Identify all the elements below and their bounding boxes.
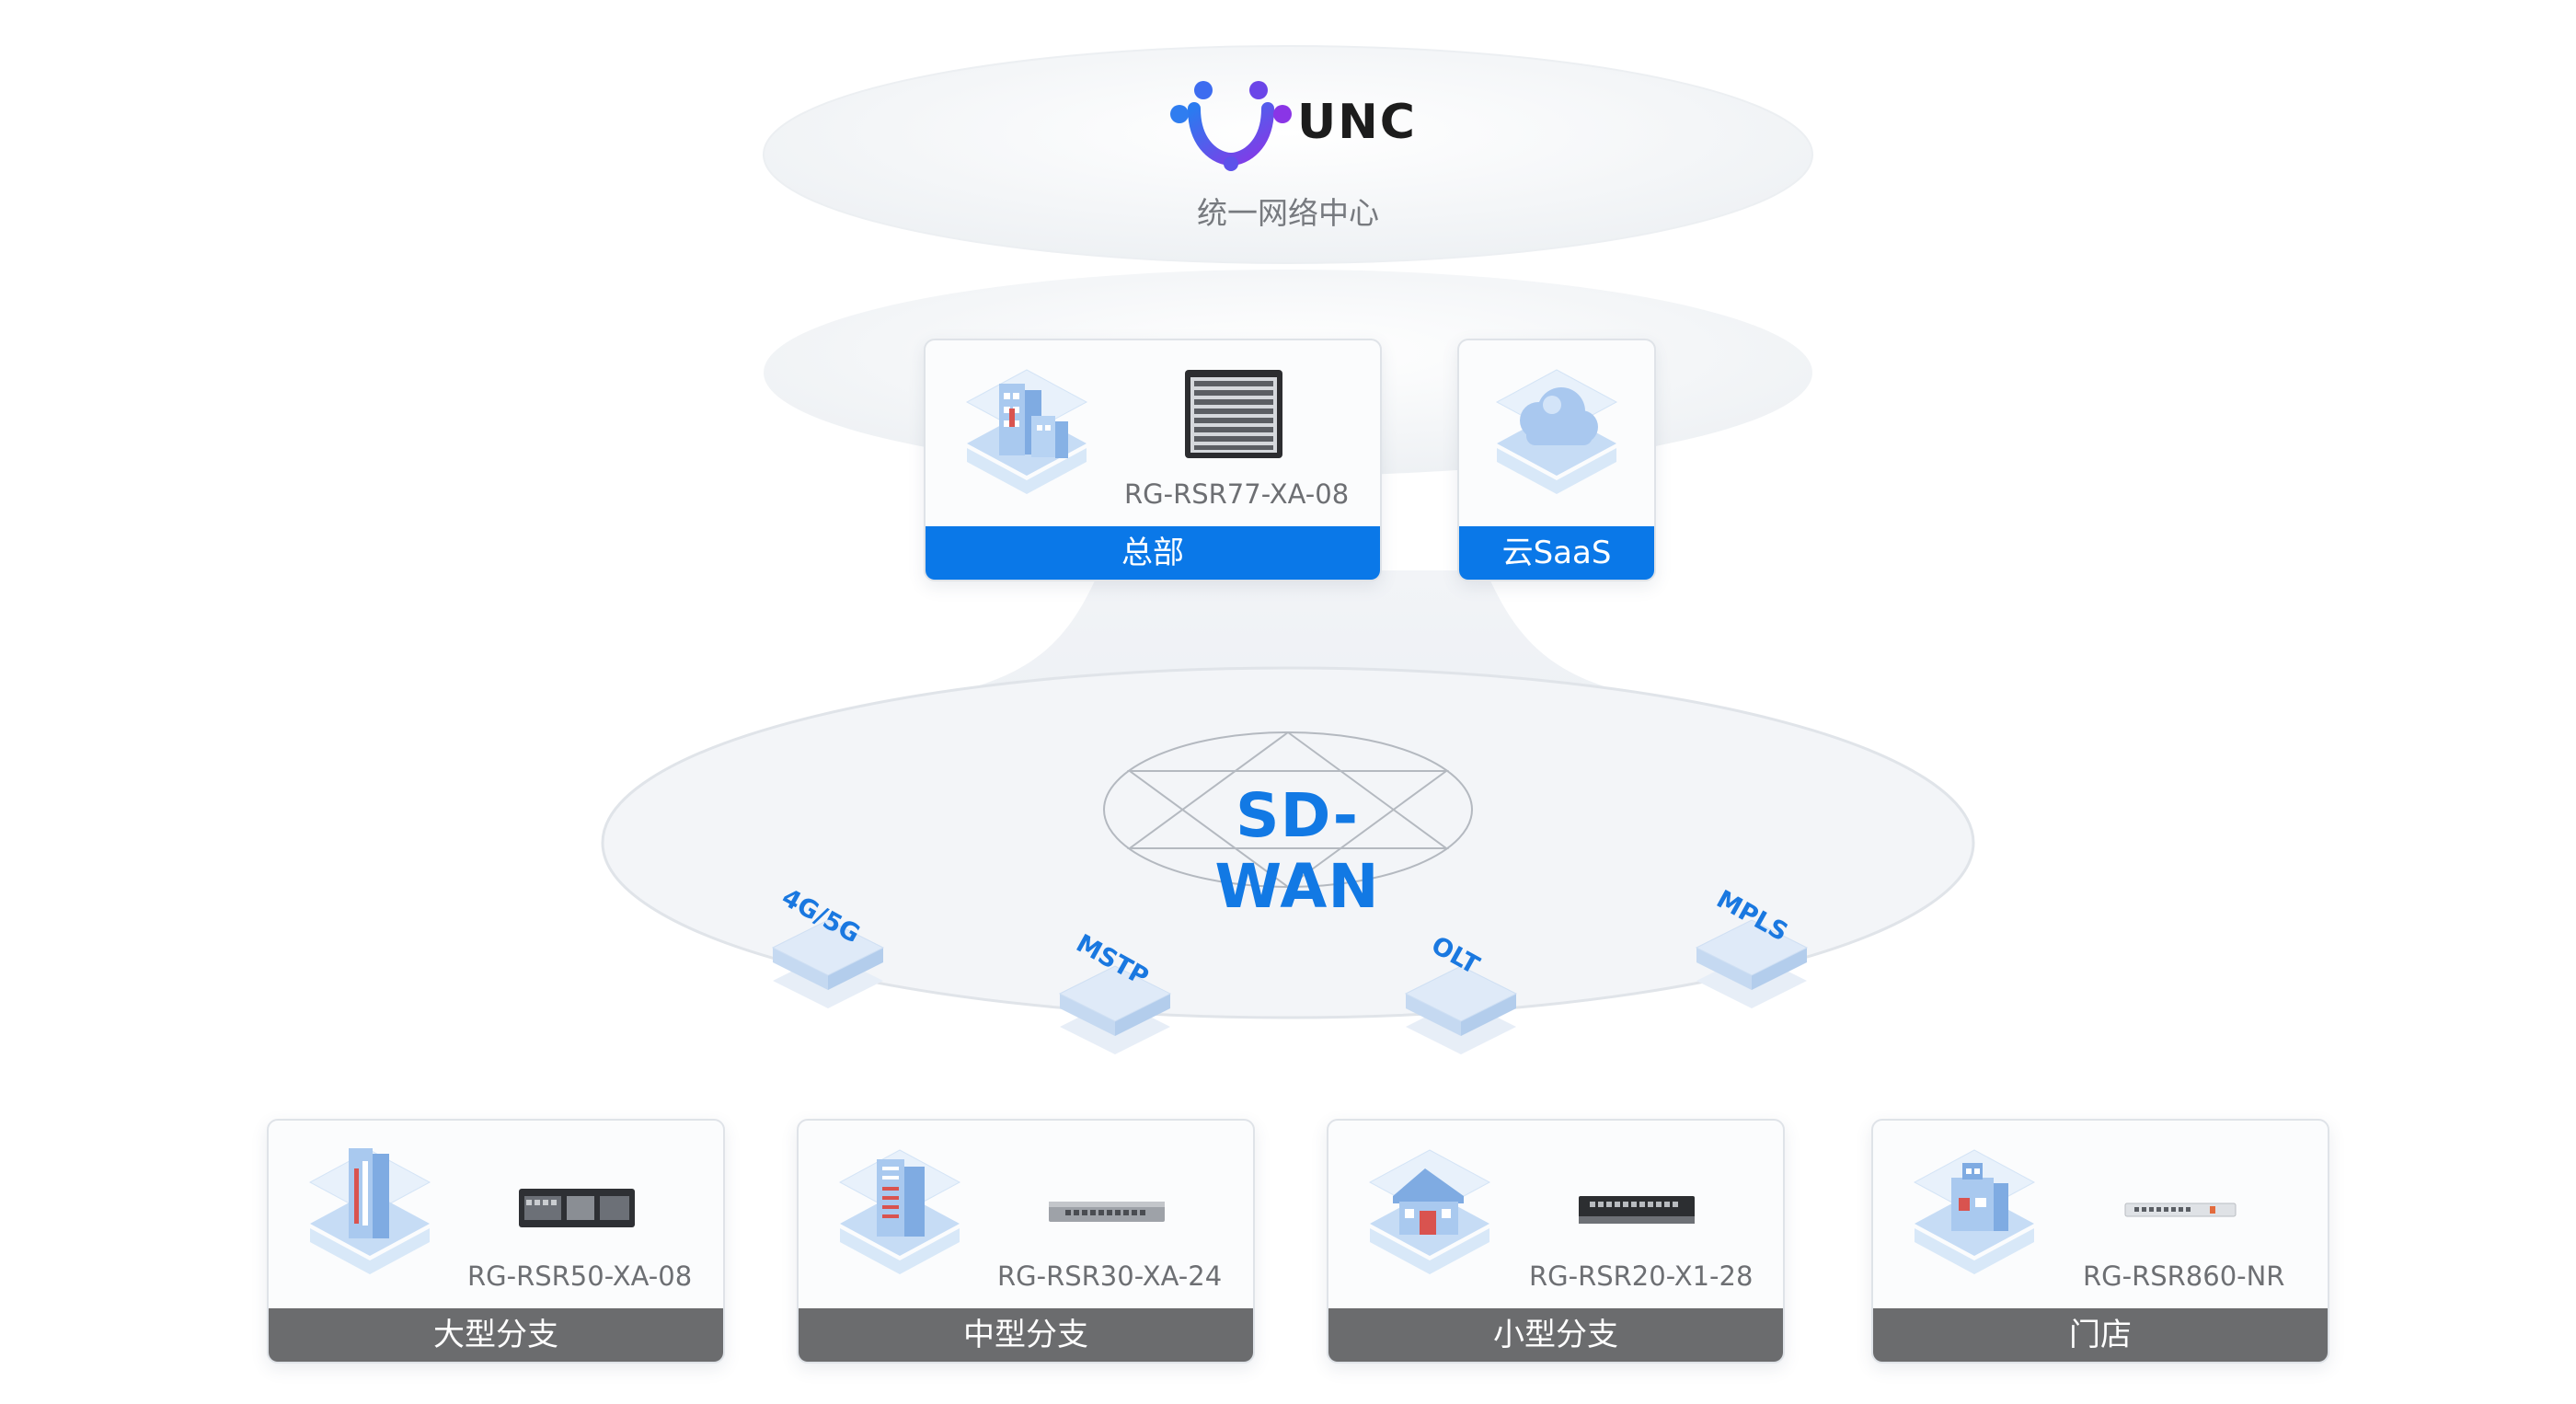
cloud-saas-label: 云SaaS [1459, 526, 1654, 580]
unc-subtitle: 统一网络中心 [1197, 195, 1379, 231]
chassis-router-device [1185, 370, 1282, 458]
branch-small-label: 小型分支 [1328, 1308, 1783, 1362]
unc-logo-text: UNC [1297, 95, 1417, 150]
branch-store-label: 门店 [1873, 1308, 2328, 1362]
house-icon [1368, 1149, 1491, 1274]
router-rsr860-device [2124, 1203, 2237, 1217]
store-icon [1913, 1149, 2036, 1274]
branch-medium-label: 中型分支 [799, 1308, 1253, 1362]
core-to-wan-funnel [920, 570, 1656, 699]
branch-large-model: RG-RSR50-XA-08 [467, 1260, 693, 1292]
branch-store-model: RG-RSR860-NR [2083, 1260, 2285, 1292]
hq-device-model: RG-RSR77-XA-08 [1124, 478, 1350, 510]
branch-card-small: RG-RSR20-X1-28 小型分支 [1327, 1119, 1785, 1364]
mid-building-icon [838, 1149, 961, 1274]
hq-card: RG-RSR77-XA-08 总部 [924, 339, 1382, 581]
cloud-icon [1495, 369, 1618, 494]
branch-card-store: RG-RSR860-NR 门店 [1871, 1119, 2329, 1364]
branch-small-model: RG-RSR20-X1-28 [1529, 1260, 1754, 1292]
unc-platform-ellipse [763, 45, 1813, 264]
sdwan-title: SD-WAN [1214, 780, 1380, 922]
router-rsr30-device [1049, 1202, 1165, 1222]
cloud-saas-card: 云SaaS [1457, 339, 1656, 581]
router-rsr50-device [519, 1189, 635, 1227]
sdwan-star-emblem [1103, 731, 1473, 888]
branch-large-label: 大型分支 [269, 1308, 723, 1362]
hq-label: 总部 [926, 526, 1380, 580]
unc-logo-mark [1170, 81, 1292, 171]
tower-building-icon [308, 1148, 431, 1274]
branch-card-medium: RG-RSR30-XA-24 中型分支 [797, 1119, 1255, 1364]
branch-card-large: RG-RSR50-XA-08 大型分支 [267, 1119, 725, 1364]
router-rsr20-device [1579, 1196, 1695, 1224]
branch-medium-model: RG-RSR30-XA-24 [997, 1260, 1223, 1292]
office-buildings-icon [965, 369, 1088, 494]
wan-ellipse [601, 666, 1975, 1019]
